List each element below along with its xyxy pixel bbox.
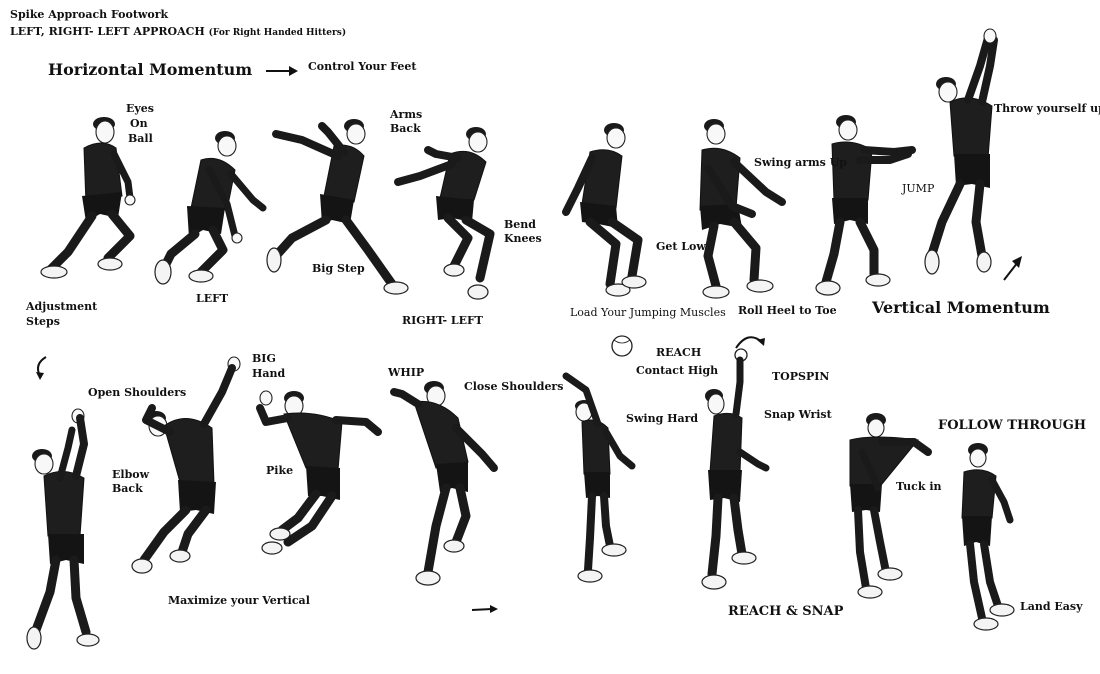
land-easy-label: Land Easy: [1020, 600, 1083, 613]
horizontal-momentum-label: Horizontal Momentum: [48, 60, 253, 79]
player-figure-snap-wrist: [701, 356, 770, 590]
left-label: LEFT: [196, 292, 229, 305]
arms-label: Arms: [390, 108, 423, 121]
topspin-arrow-icon: [735, 336, 765, 349]
diagram-subtitle: LEFT, RIGHT- LEFT APPROACH (For Right Ha…: [10, 25, 346, 40]
elbow-label: Elbow: [112, 468, 150, 481]
roll-heel-label: Roll Heel to Toe: [738, 304, 837, 317]
diagram-title: Spike Approach Footwork: [10, 8, 169, 21]
bend-label: Bend: [504, 218, 536, 231]
follow-through-label: FOLLOW THROUGH: [938, 418, 1087, 433]
right-arrow-icon: [266, 66, 298, 76]
contact-high-label: Contact High: [636, 364, 719, 377]
player-figure-tuck-in: [849, 413, 932, 599]
player-figure-adjustment: [40, 117, 136, 279]
adjustment-label: Adjustment: [26, 300, 98, 313]
on-label: On: [130, 117, 148, 130]
maximize-vertical-label: Maximize your Vertical: [168, 594, 310, 607]
reach-label: REACH: [656, 346, 702, 359]
control-feet-label: Control Your Feet: [308, 60, 417, 73]
player-figure-throw-up: [924, 28, 998, 275]
up-right-arrow-icon: [1003, 256, 1022, 281]
player-figure-swing-arms: [699, 119, 786, 299]
curved-arrow-icon: [36, 356, 47, 380]
tuck-in-label: Tuck in: [896, 480, 942, 493]
topspin-label: TOPSPIN: [772, 370, 830, 383]
player-figure-jump: [815, 115, 916, 296]
big-label: BIG: [252, 352, 276, 365]
player-figure-whip: [390, 381, 498, 586]
reach-snap-label: REACH & SNAP: [728, 604, 844, 619]
volleyball-icon: [611, 335, 633, 357]
ball-label: Ball: [128, 132, 153, 145]
subtitle-note: (For Right Handed Hitters): [208, 28, 347, 38]
player-figure-get-low: [562, 123, 647, 297]
whip-label: WHIP: [388, 366, 425, 379]
close-shoulders-label: Close Shoulders: [464, 380, 564, 393]
elbow-back-label: Back: [112, 482, 143, 495]
get-low-label: Get Low: [656, 240, 706, 253]
small-right-arrow-icon: [471, 605, 498, 613]
player-figure-pike: [256, 390, 382, 555]
player-figure-land-easy: [961, 443, 1015, 631]
steps-label: Steps: [26, 315, 60, 328]
throw-yourself-label: Throw yourself up: [994, 102, 1100, 115]
eyes-label: Eyes: [126, 102, 154, 115]
hand-label: Hand: [252, 367, 286, 380]
snap-wrist-label: Snap Wrist: [764, 408, 832, 421]
back-label: Back: [390, 122, 421, 135]
player-figure-swing-hard: [562, 372, 636, 583]
player-figure-left-step: [154, 131, 267, 285]
big-step-label: Big Step: [312, 262, 365, 275]
knees-label: Knees: [504, 232, 542, 245]
jump-label: JUMP: [902, 182, 935, 195]
vertical-momentum-label: Vertical Momentum: [872, 298, 1050, 317]
swing-hard-label: Swing Hard: [626, 412, 699, 425]
player-figure-elbow-back: [131, 356, 241, 574]
player-figure-big-step: [266, 119, 409, 295]
right-left-label: RIGHT- LEFT: [402, 314, 483, 327]
pike-label: Pike: [266, 464, 294, 477]
player-figure-open-shoulders: [26, 408, 100, 650]
load-muscles-label: Load Your Jumping Muscles: [570, 306, 726, 319]
subtitle-main: LEFT, RIGHT- LEFT APPROACH: [10, 25, 205, 38]
swing-arms-up-label: Swing arms Up: [754, 156, 847, 169]
open-shoulders-label: Open Shoulders: [88, 386, 187, 399]
player-figure-arms-back: [394, 127, 495, 300]
